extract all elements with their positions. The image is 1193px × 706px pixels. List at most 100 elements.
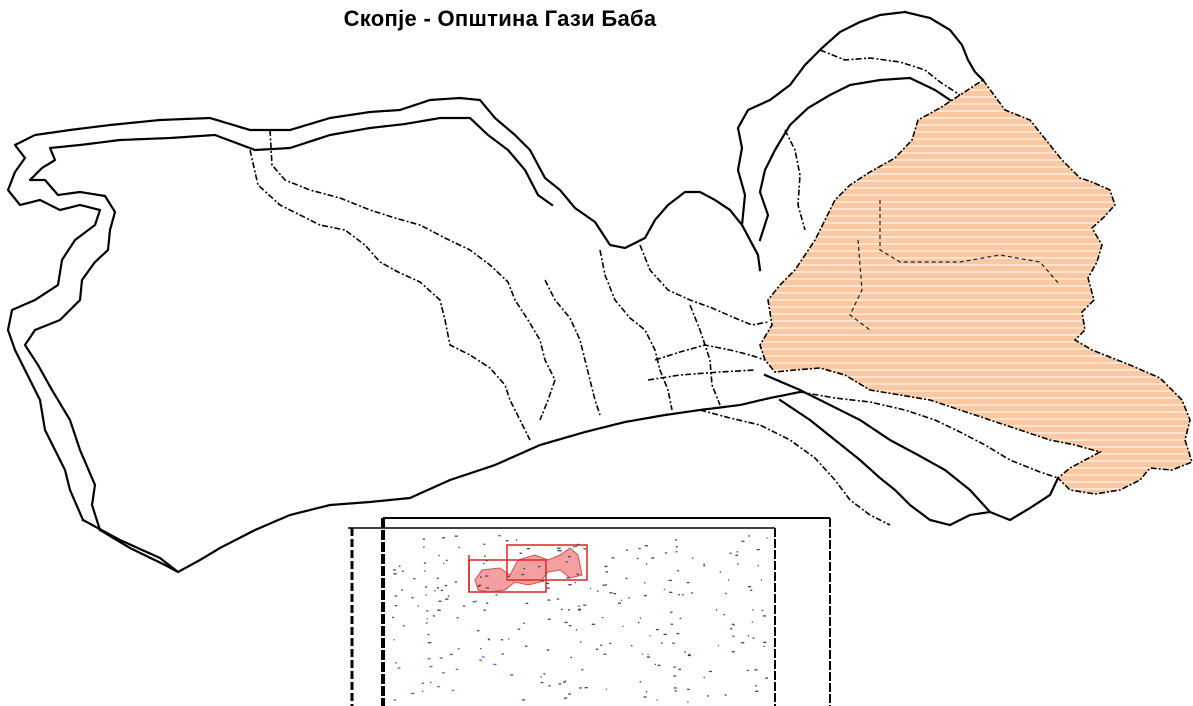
inset-dot (564, 621, 568, 624)
inset-dot (422, 538, 425, 540)
inset-dot (755, 685, 757, 687)
inset-dot (618, 602, 621, 604)
municipal-boundary-8 (647, 369, 756, 381)
inset-dot (394, 595, 398, 597)
inset-dot (401, 570, 404, 572)
municipal-boundary-1 (249, 149, 531, 441)
inset-dot (573, 546, 575, 548)
inset-dot (748, 535, 750, 537)
inset-dot (669, 591, 673, 593)
inset-dot (547, 599, 551, 601)
inset-dot (537, 565, 541, 568)
inset-dot (703, 563, 705, 565)
inset-dot (454, 535, 458, 537)
inset-dot (523, 567, 526, 570)
inset-dot (735, 554, 739, 556)
inset-dot (434, 590, 436, 592)
inset-dot (595, 648, 599, 650)
east-band-boundary-1 (763, 373, 1060, 522)
inset-dot (454, 581, 457, 583)
inset-dot (647, 653, 649, 656)
inset-dot (577, 543, 579, 545)
inset-dot (719, 571, 722, 573)
inset-dot (392, 616, 395, 619)
inset-dot (673, 675, 677, 677)
municipal-boundary-3 (544, 279, 601, 416)
inset-dot (523, 622, 525, 624)
inset-dot (622, 625, 624, 628)
inset-dot (760, 579, 762, 581)
inset-dot (517, 628, 521, 630)
inset-dot (506, 540, 509, 542)
inset-dot (626, 549, 628, 551)
inset-dot (762, 615, 767, 617)
inset-dot (765, 677, 768, 679)
inset-dot (703, 676, 705, 678)
inset-dot (427, 642, 432, 644)
inset-dot (421, 690, 424, 692)
inset-dot (393, 573, 397, 575)
inset-dot (575, 545, 577, 548)
inset-dot (442, 672, 445, 674)
inset-dot (563, 697, 568, 699)
inset-dot (445, 598, 449, 600)
inset-dot (736, 551, 739, 553)
inset-dot (495, 594, 498, 596)
inset-dot (398, 667, 401, 669)
inset-dot (410, 692, 415, 695)
map-title: Скопје - Општина Гази Баба (343, 6, 657, 31)
inset-dot (752, 637, 755, 639)
inset-dot (766, 537, 768, 539)
inset-dot (686, 581, 690, 584)
inset-dot (660, 642, 663, 644)
inset-dot (395, 662, 398, 664)
inset-dot (692, 557, 694, 559)
inset-dot (440, 589, 443, 591)
inset-dot (423, 546, 425, 548)
inset-dot (600, 644, 603, 646)
inset-dot (568, 693, 571, 695)
inset-dot (477, 630, 480, 632)
gazi-baba-inner-boundary-2 (849, 239, 871, 331)
inset-dot (508, 638, 510, 640)
inset-dot (568, 609, 570, 611)
inset-dot (475, 600, 477, 602)
inset-dot (401, 589, 403, 591)
inset-dot (717, 644, 719, 647)
municipal-boundary-7 (689, 304, 721, 406)
inset-dot (613, 593, 616, 595)
inset-dot (541, 580, 544, 582)
inset-dot (747, 635, 750, 637)
inset-dot (674, 539, 677, 541)
inset-dot (578, 605, 580, 607)
east-band-boundary-2 (778, 398, 992, 527)
inset-dot (429, 665, 433, 668)
inset-dot (546, 649, 550, 651)
inset-dot (754, 669, 758, 671)
inset-dot (643, 696, 647, 698)
inset-dot (679, 617, 682, 620)
inset-dot (574, 582, 576, 584)
inset-dot (675, 551, 678, 553)
inset-dot (525, 602, 529, 605)
inset-dot (525, 645, 528, 647)
inset-dot (393, 699, 396, 701)
inset-dot (763, 641, 767, 643)
municipal-boundary-2 (269, 129, 556, 421)
inset-dot (557, 550, 561, 552)
gazi-baba-region[interactable] (759, 78, 1193, 495)
inset-dot (665, 552, 668, 554)
inset-dot (761, 609, 764, 612)
inset-dot (751, 621, 753, 623)
inset-dot (663, 633, 667, 636)
inset-dot (487, 638, 490, 640)
inset-dot (656, 699, 658, 701)
north-lobe-divider (819, 49, 961, 96)
inset-dot (424, 570, 426, 572)
inset-dot (442, 537, 445, 539)
inset-dot (438, 554, 440, 557)
inset-dot (639, 681, 642, 683)
inset-dot (681, 594, 684, 596)
inset-dot (625, 577, 628, 580)
north-lobe-divider-2 (784, 129, 806, 231)
